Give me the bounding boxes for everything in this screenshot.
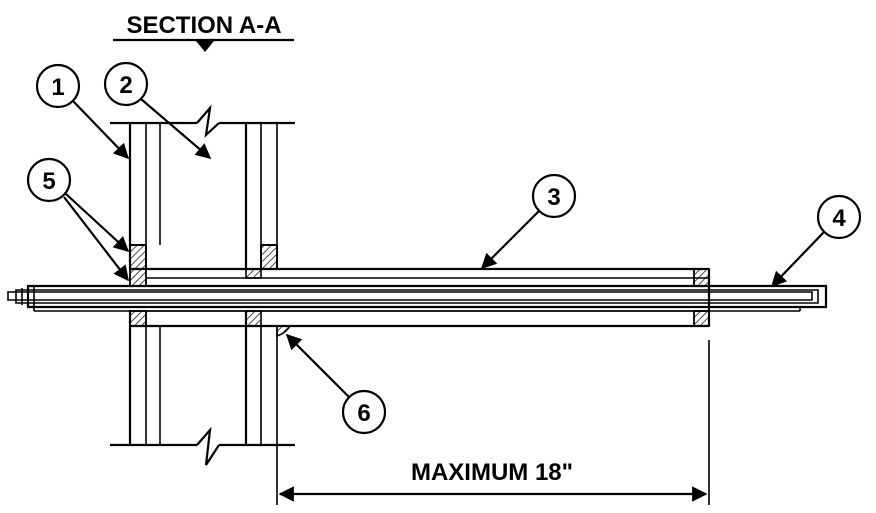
callout-4-label: 4	[832, 205, 846, 232]
section-title: SECTION A-A	[113, 12, 294, 52]
callout-1-label: 1	[51, 74, 64, 101]
callout-2: 2	[103, 61, 212, 160]
seal-upper-right	[260, 244, 278, 270]
sleeve-seal-left-bottom	[129, 310, 147, 327]
wall-lower	[110, 310, 295, 466]
callout-6-label: 6	[357, 400, 370, 427]
section-title-text: SECTION A-A	[126, 12, 281, 39]
callout-5: 5	[26, 157, 130, 282]
pipe-bundle	[7, 284, 828, 312]
weld-bead	[276, 325, 292, 338]
sleeve-seal-mid-top	[245, 268, 262, 279]
sleeve	[129, 267, 711, 328]
callout-1: 1	[35, 63, 130, 160]
callout-5-label: 5	[42, 168, 55, 195]
dimension-label: MAXIMUM 18"	[411, 459, 573, 486]
sleeve-seal-right-top	[693, 268, 710, 287]
callout-4: 4	[770, 194, 862, 288]
callout-2-label: 2	[119, 72, 132, 99]
seal-upper-left	[129, 244, 147, 270]
sleeve-seal-right-bottom	[693, 310, 710, 327]
callout-6: 6	[285, 333, 387, 435]
callout-3-label: 3	[547, 184, 560, 211]
wall-upper	[110, 104, 295, 270]
sleeve-seal-mid-bottom	[245, 310, 262, 327]
dimension: MAXIMUM 18"	[276, 340, 710, 505]
callout-3: 3	[480, 173, 577, 270]
sleeve-seal-left-top	[129, 268, 147, 287]
section-title-pointer	[196, 41, 214, 52]
